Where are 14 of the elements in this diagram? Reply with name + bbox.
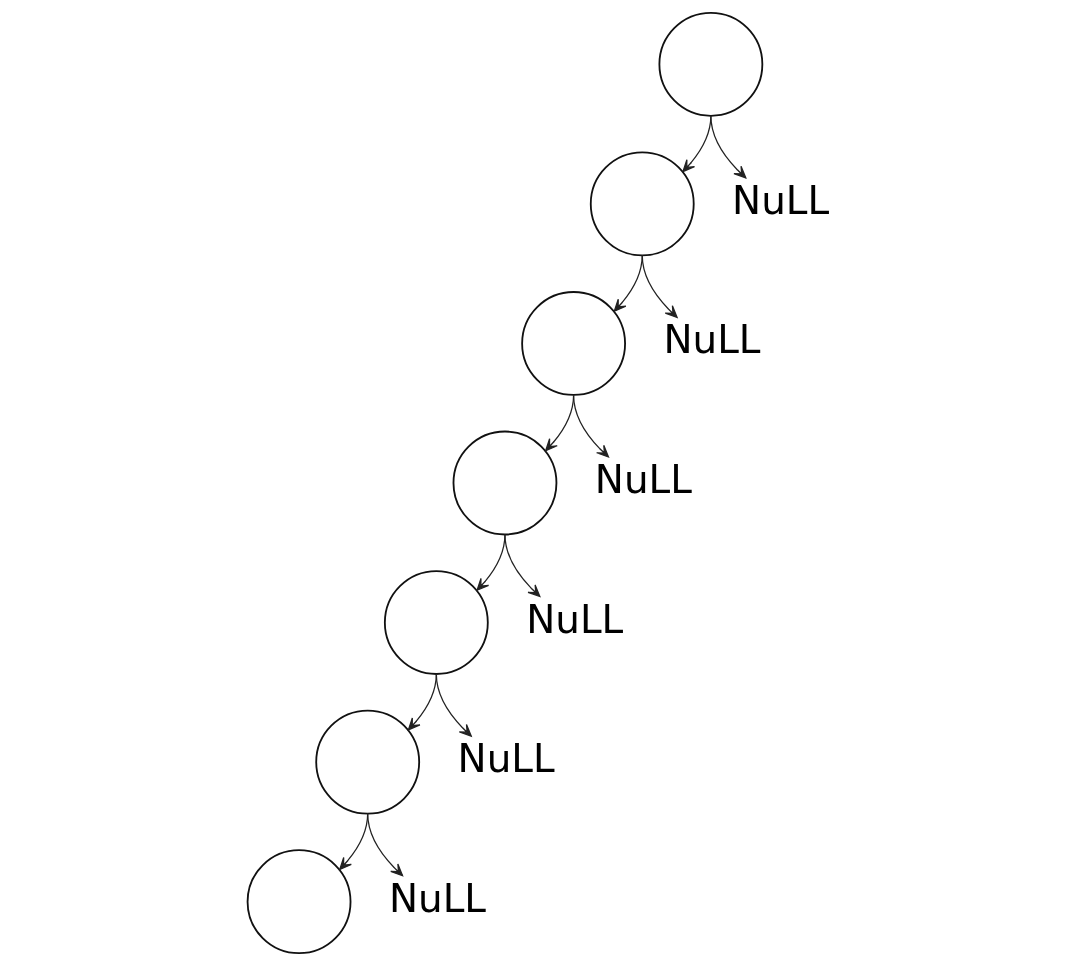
node-text: NuLL [663,317,761,363]
arrow [367,812,404,877]
node-circle [658,11,764,117]
node-text: NuLL [388,875,486,921]
arrow [572,394,610,458]
node-text: NuLL [457,736,555,782]
node-text: NuLL [526,596,624,642]
arrow [613,254,643,312]
arrow [504,533,541,598]
arrow [641,254,678,319]
node-text: NuLL [732,177,830,223]
arrow [710,115,747,179]
arrow [435,673,472,737]
node-text: NuLL [594,456,692,502]
